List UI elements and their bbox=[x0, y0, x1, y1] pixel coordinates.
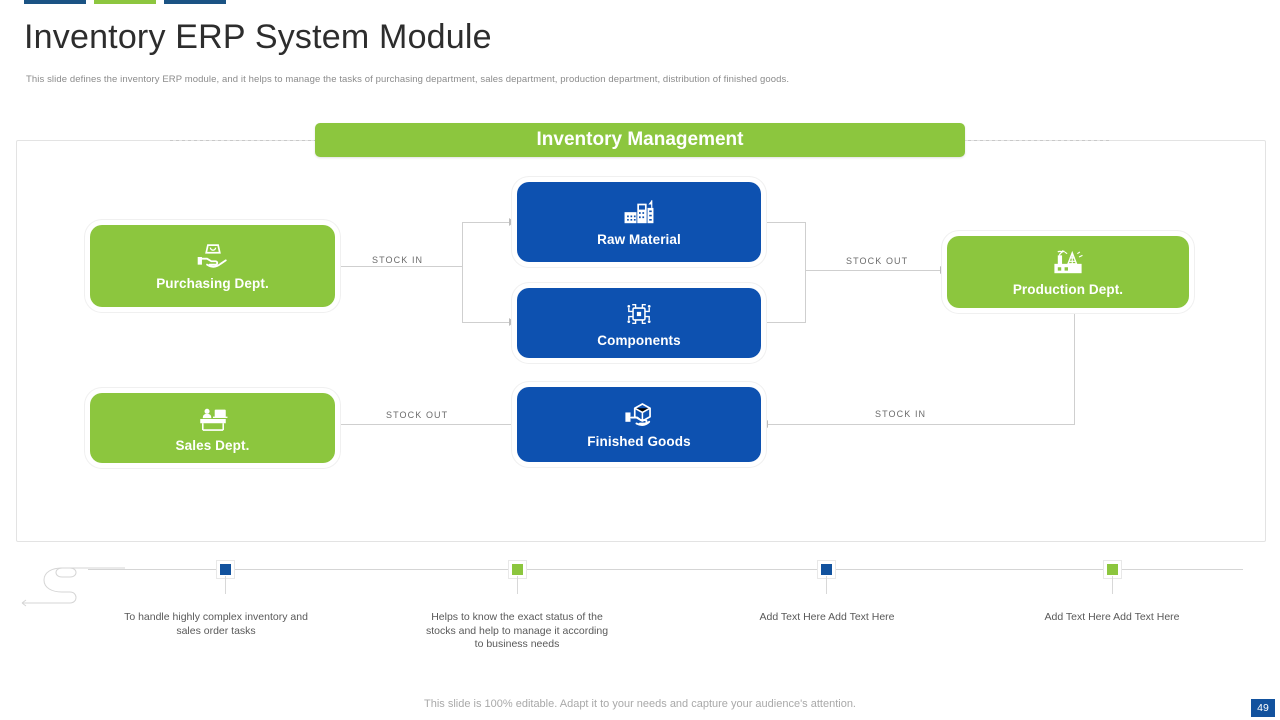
banner-dash-right bbox=[962, 140, 1110, 141]
connector-bus-to-production bbox=[805, 270, 942, 271]
connector-bus-to-components bbox=[462, 322, 512, 323]
timeline-marker-1[interactable] bbox=[220, 564, 231, 575]
label-stock-out-sales: STOCK OUT bbox=[381, 410, 454, 420]
timeline-stem-1 bbox=[225, 576, 226, 594]
connector-bus-to-raw bbox=[462, 222, 512, 223]
page-subtitle: This slide defines the inventory ERP mod… bbox=[26, 74, 790, 85]
timeline-marker-3[interactable] bbox=[821, 564, 832, 575]
node-purchasing-dept[interactable]: Purchasing Dept. bbox=[90, 225, 335, 307]
decorative-swirl-line bbox=[21, 567, 125, 607]
accent-bar-3 bbox=[164, 0, 226, 4]
page-title: Inventory ERP System Module bbox=[24, 18, 492, 56]
timeline-stem-2 bbox=[517, 576, 518, 594]
label-stock-out-production: STOCK OUT bbox=[841, 256, 914, 266]
timeline-text-4: Add Text Here Add Text Here bbox=[1044, 611, 1180, 623]
node-sales-dept[interactable]: Sales Dept. bbox=[90, 393, 335, 463]
node-label: Finished Goods bbox=[587, 434, 691, 449]
sales-counter-desk-icon bbox=[199, 408, 227, 431]
connector-production-down bbox=[1074, 310, 1075, 424]
node-components[interactable]: Components bbox=[517, 288, 761, 358]
timeline-stem-3 bbox=[826, 576, 827, 594]
connector-raw-to-bus bbox=[764, 222, 806, 223]
cpu-chip-icon bbox=[627, 303, 651, 324]
timeline-marker-4[interactable] bbox=[1107, 564, 1118, 575]
accent-bar-group bbox=[24, 0, 226, 4]
node-raw-material[interactable]: Raw Material bbox=[517, 182, 761, 262]
connector-purchasing-bus bbox=[338, 266, 462, 267]
footer-note: This slide is 100% editable. Adapt it to… bbox=[424, 698, 856, 710]
node-label: Raw Material bbox=[597, 231, 681, 247]
timeline-text-3: Add Text Here Add Text Here bbox=[759, 611, 895, 623]
label-stock-in-purchasing: STOCK IN bbox=[367, 255, 429, 265]
inventory-management-banner: Inventory Management bbox=[315, 123, 965, 157]
timeline-stem-4 bbox=[1112, 576, 1113, 594]
timeline-text-1: To handle highly complex inventory and s… bbox=[124, 611, 308, 637]
connector-components-to-bus bbox=[764, 322, 806, 323]
banner-label: Inventory Management bbox=[536, 129, 744, 150]
arrow-into-production bbox=[940, 266, 946, 274]
node-label: Components bbox=[597, 332, 681, 348]
node-finished-goods[interactable]: Finished Goods bbox=[517, 387, 761, 462]
timeline-axis bbox=[88, 569, 1243, 570]
connector-bus-right-vertical bbox=[805, 222, 806, 322]
accent-bar-1 bbox=[24, 0, 86, 4]
timeline-text-2: Helps to know the exact status of the st… bbox=[425, 611, 609, 650]
connector-sales-to-finished bbox=[338, 424, 513, 425]
page-number-badge: 49 bbox=[1250, 698, 1276, 718]
accent-bar-2 bbox=[94, 0, 156, 4]
hand-shopping-bag-icon bbox=[197, 243, 227, 268]
connector-production-to-finished bbox=[768, 424, 1075, 425]
node-label: Purchasing Dept. bbox=[156, 275, 269, 291]
node-production-dept[interactable]: Production Dept. bbox=[947, 236, 1189, 308]
arrow-into-finished-goods bbox=[762, 420, 768, 428]
factory-buildings-icon bbox=[624, 199, 654, 223]
hand-holding-box-icon bbox=[625, 403, 651, 426]
label-stock-in-finished: STOCK IN bbox=[870, 409, 932, 419]
banner-dash-left bbox=[170, 140, 318, 141]
timeline-marker-2[interactable] bbox=[512, 564, 523, 575]
node-label: Production Dept. bbox=[1012, 281, 1124, 297]
power-plant-factory-icon bbox=[1054, 249, 1083, 273]
node-label: Sales Dept. bbox=[175, 437, 250, 453]
arrow-into-components bbox=[509, 318, 515, 326]
connector-bus-left-vertical bbox=[462, 222, 463, 322]
arrow-into-raw-material bbox=[509, 218, 515, 226]
